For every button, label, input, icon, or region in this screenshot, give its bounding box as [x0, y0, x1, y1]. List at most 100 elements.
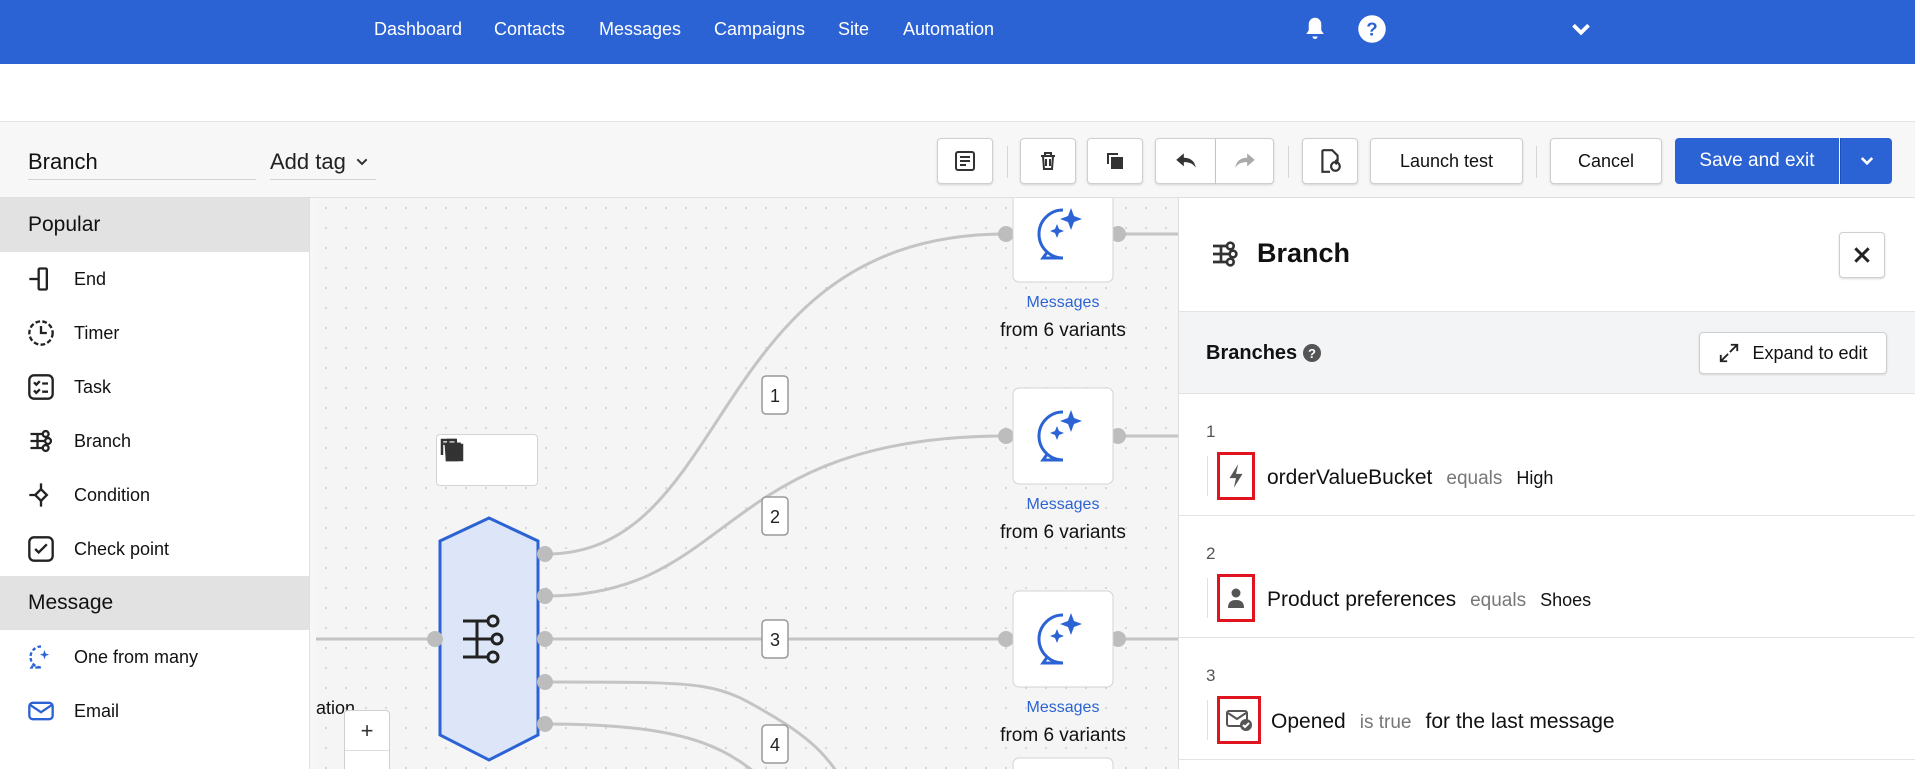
nav-dashboard[interactable]: Dashboard: [374, 19, 463, 39]
palette-item-label: Email: [74, 700, 120, 721]
chevron-down-icon: [356, 158, 368, 165]
branch-icon: [26, 426, 56, 456]
palette-item-label: Check point: [74, 538, 170, 559]
note-icon: [955, 151, 975, 171]
palette-item-label: Condition: [74, 484, 151, 505]
palette-item-label: Task: [74, 376, 112, 397]
panel-header: Branch: [1179, 198, 1915, 312]
nav-messages[interactable]: Messages: [599, 19, 682, 39]
message-node-label: Messages: [1026, 294, 1100, 311]
lightning-icon: [1217, 452, 1255, 500]
branch-indent-line: [1207, 578, 1208, 618]
svg-text:1: 1: [770, 386, 780, 406]
bell-icon[interactable]: [1300, 14, 1330, 44]
svg-text:4: 4: [770, 735, 780, 755]
message-node[interactable]: [1012, 198, 1114, 283]
node-actions: [436, 434, 538, 486]
message-node-sub: from 6 variants: [1000, 725, 1126, 746]
task-icon: [26, 372, 56, 402]
palette-header-popular: Popular: [0, 198, 309, 252]
cancel-button[interactable]: Cancel: [1550, 138, 1662, 184]
mail-check-icon: [1217, 696, 1261, 744]
nav-automation[interactable]: Automation: [903, 19, 995, 39]
branch-row[interactable]: 1 orderValueBucket equals High: [1179, 394, 1915, 516]
trash-icon[interactable]: [437, 435, 467, 465]
delete-button[interactable]: [1020, 138, 1076, 184]
branch-condition: Product preferences equals Shoes: [1267, 588, 1591, 612]
nav-contacts[interactable]: Contacts: [494, 19, 566, 39]
add-tag-dropdown[interactable]: Add tag: [270, 144, 376, 180]
condition-operator: equals: [1446, 468, 1503, 489]
edge-2: [545, 434, 1007, 598]
sparkle-message-icon: [1037, 208, 1082, 260]
branch-number: 3: [1206, 666, 1216, 685]
palette-item-one-from-many[interactable]: One from many: [0, 630, 309, 684]
branch-icon: [1213, 241, 1238, 267]
help-icon[interactable]: ?: [1303, 344, 1321, 362]
element-palette: Popular End Timer Task Branch Condition …: [0, 198, 310, 769]
palette-item-label: Timer: [74, 322, 120, 343]
help-icon[interactable]: ?: [1357, 14, 1387, 44]
chevron-down-icon: [1860, 157, 1873, 166]
branch-ports[interactable]: [427, 226, 1126, 732]
message-node[interactable]: [1012, 590, 1114, 688]
edge-label-4[interactable]: 4: [761, 724, 789, 764]
edge-label-2[interactable]: 2: [761, 496, 789, 536]
message-node-label: Messages: [1026, 496, 1100, 513]
palette-item-check-point[interactable]: Check point: [0, 522, 309, 576]
timer-icon: [26, 318, 56, 348]
message-node[interactable]: [1012, 387, 1114, 485]
palette-item-task[interactable]: Task: [0, 360, 309, 414]
edge-label-1[interactable]: 1: [761, 375, 789, 415]
nav-campaigns[interactable]: Campaigns: [714, 19, 806, 39]
toolbar-divider: [1536, 146, 1537, 178]
email-icon: [26, 696, 56, 726]
check-point-icon: [26, 534, 56, 564]
palette-item-email[interactable]: Email: [0, 684, 309, 738]
message-node-sub: from 6 variants: [1000, 522, 1126, 543]
chevron-down-icon[interactable]: [1566, 14, 1596, 44]
undo-button[interactable]: [1155, 138, 1216, 184]
condition-field: Opened: [1271, 710, 1346, 733]
document-refresh-icon: [1321, 149, 1341, 173]
palette-item-condition[interactable]: Condition: [0, 468, 309, 522]
toolbar-divider: [1288, 146, 1289, 178]
close-panel-button[interactable]: [1839, 232, 1885, 278]
expand-to-edit-button[interactable]: Expand to edit: [1699, 332, 1887, 374]
message-node-sub: from 6 variants: [1000, 320, 1126, 341]
edge-1: [545, 232, 1007, 556]
palette-item-end[interactable]: End: [0, 252, 309, 306]
branches-title: Branches: [1206, 342, 1298, 364]
branch-row[interactable]: 3 Opened is true for the last message: [1179, 638, 1915, 760]
workflow-canvas[interactable]: 1 2 3 4 Messages from 6 variants Message…: [316, 198, 1178, 769]
save-and-exit-button[interactable]: Save and exit: [1675, 138, 1839, 184]
automation-name-input[interactable]: [28, 144, 256, 180]
test-history-button[interactable]: [1302, 138, 1358, 184]
palette-item-branch[interactable]: Branch: [0, 414, 309, 468]
svg-text:2: 2: [770, 507, 780, 527]
palette-item-timer[interactable]: Timer: [0, 306, 309, 360]
branch-condition: orderValueBucket equals High: [1267, 466, 1553, 490]
toolbar-divider: [1007, 146, 1008, 178]
end-icon: [26, 264, 56, 294]
launch-test-button[interactable]: Launch test: [1370, 138, 1523, 184]
condition-field: Product preferences: [1267, 588, 1457, 611]
message-node[interactable]: [1012, 757, 1114, 769]
sub-header-strip: [0, 64, 1915, 122]
copy-button[interactable]: [1087, 138, 1143, 184]
nav-site[interactable]: Site: [838, 19, 870, 39]
expand-icon: [1720, 343, 1739, 363]
notes-button[interactable]: [937, 138, 993, 184]
save-options-button[interactable]: [1840, 138, 1892, 184]
branch-number: 2: [1206, 544, 1216, 563]
editor-toolbar: Add tag Launch test Cancel Save and exit: [0, 122, 1915, 198]
branch-condition: Opened is true for the last message: [1271, 710, 1615, 734]
redo-button[interactable]: [1216, 138, 1274, 184]
workflow-graph: 1 2 3 4: [316, 198, 1178, 769]
sparkle-message-icon: [1037, 613, 1082, 665]
condition-value: for the last message: [1425, 710, 1615, 733]
redo-icon: [1234, 153, 1255, 168]
zoom-in-button[interactable]: +: [345, 711, 389, 751]
edge-label-3[interactable]: 3: [761, 619, 789, 659]
branch-row[interactable]: 2 Product preferences equals Shoes: [1179, 516, 1915, 638]
